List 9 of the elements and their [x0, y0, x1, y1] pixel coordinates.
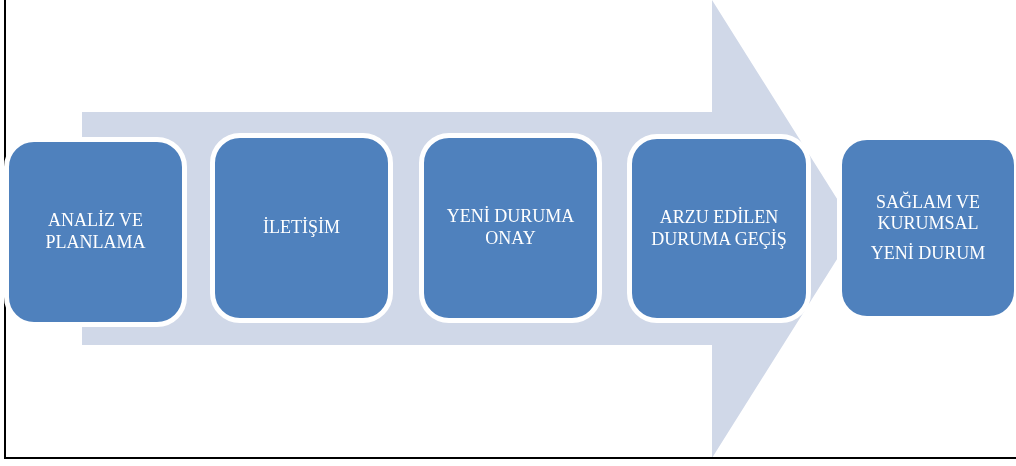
step-box: [210, 133, 393, 323]
step-label: ANALİZ VE PLANLAMA: [44, 210, 147, 254]
step-label: İLETİŞİM: [263, 217, 340, 239]
step-box: [627, 134, 811, 323]
step-label: YENİ DURUM: [870, 242, 986, 265]
step-label: SAĞLAM VE KURUMSAL: [874, 191, 982, 235]
step-label: ARZU EDİLEN DURUMA GEÇİŞ: [650, 206, 788, 251]
step-label: YENİ DURUMA ONAY: [445, 206, 576, 250]
step-box: [419, 133, 602, 323]
